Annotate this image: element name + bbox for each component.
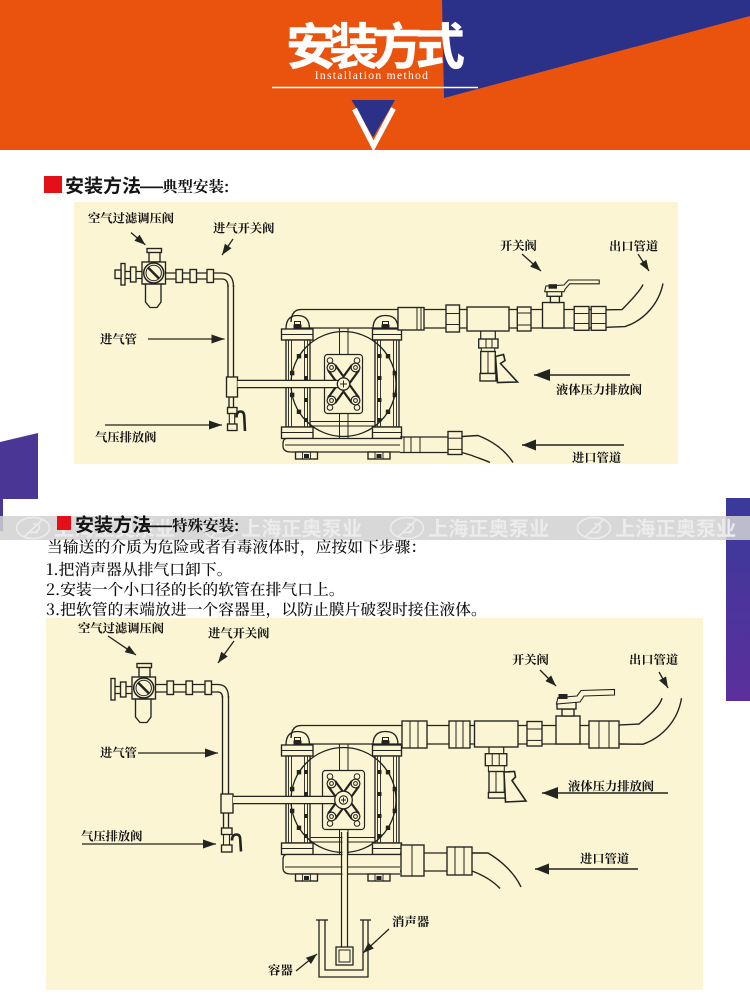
svg-text:Installation method: Installation method [315, 69, 430, 82]
